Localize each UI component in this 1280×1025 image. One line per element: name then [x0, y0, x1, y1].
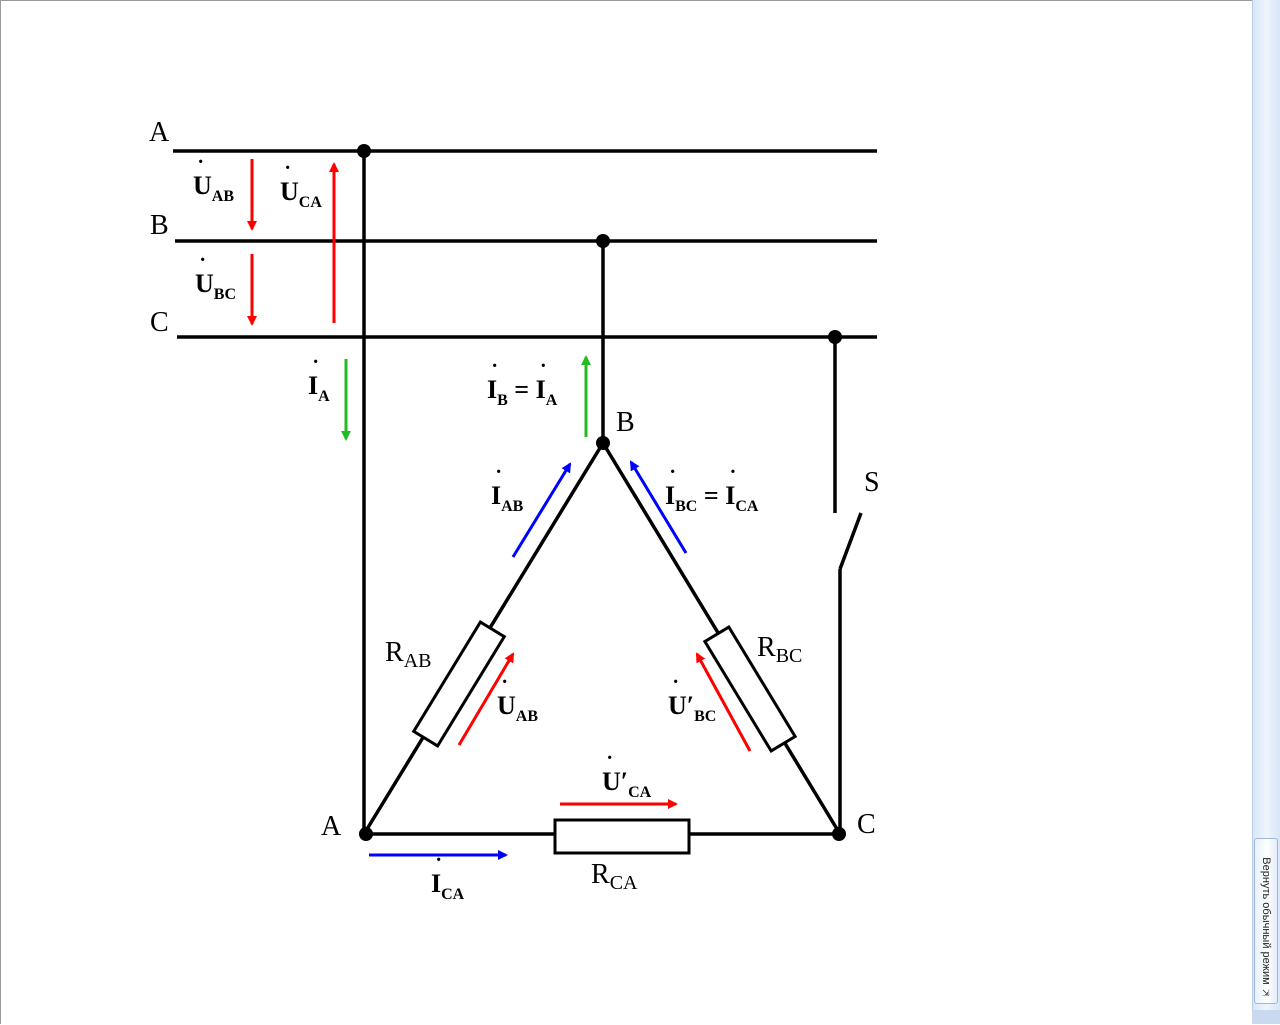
arrow-i-ab: [511, 462, 572, 558]
node-c: [832, 827, 846, 841]
normal-mode-button[interactable]: Вернуть обычный режим ⇲: [1254, 838, 1278, 1004]
current-label-i-ab: IAB: [491, 483, 523, 515]
arrow-u-bc-load: [695, 652, 752, 752]
circuit-diagram: [173, 144, 877, 860]
junction-b-top: [596, 234, 610, 248]
exit-icon: ⇲: [1262, 988, 1270, 998]
junction-a-top: [357, 144, 371, 158]
current-label-i-b: IB = IA: [487, 377, 557, 409]
current-label-i-a: IA: [308, 373, 330, 405]
resistor-rbc: [702, 624, 798, 754]
line-label-b: B: [150, 210, 169, 241]
voltage-label-u-bc: UBC: [195, 271, 236, 303]
line-label-a: A: [149, 117, 170, 148]
voltage-label-u-ab: UAB: [193, 173, 234, 205]
slide-canvas: A B C B A C S RAB RBC RCA UAB UCA UBC UA…: [0, 0, 1252, 1024]
current-label-i-ca: ICA: [431, 871, 464, 903]
voltage-label-u-ca: UCA: [280, 179, 322, 211]
resistor-label-rab: RAB: [385, 637, 432, 672]
arrow-u-ab-load: [457, 652, 515, 746]
voltage-label-u-ab-load: UAB: [497, 693, 538, 725]
resistor-rca: [553, 818, 691, 855]
node-b: [596, 436, 610, 450]
node-label-a: A: [321, 811, 342, 842]
line-label-c: C: [150, 307, 169, 338]
node-a: [359, 827, 373, 841]
voltage-label-u-bc-load: U′BC: [668, 693, 716, 725]
node-label-b: B: [616, 407, 635, 438]
normal-mode-label: Вернуть обычный режим: [1260, 857, 1272, 985]
switch-label: S: [864, 467, 880, 498]
resistor-label-rca: RCA: [591, 859, 638, 894]
arrow-i-bc: [629, 460, 688, 554]
node-label-c: C: [857, 809, 876, 840]
current-label-i-bc: IBC = ICA: [665, 483, 758, 515]
resistor-label-rbc: RBC: [757, 632, 803, 667]
junction-c-top: [828, 330, 842, 344]
resistor-rab: [411, 620, 507, 748]
switch-blade[interactable]: [838, 512, 863, 570]
bottom-strip: [1252, 1010, 1280, 1024]
voltage-label-u-ca-load: U′CA: [602, 769, 651, 801]
